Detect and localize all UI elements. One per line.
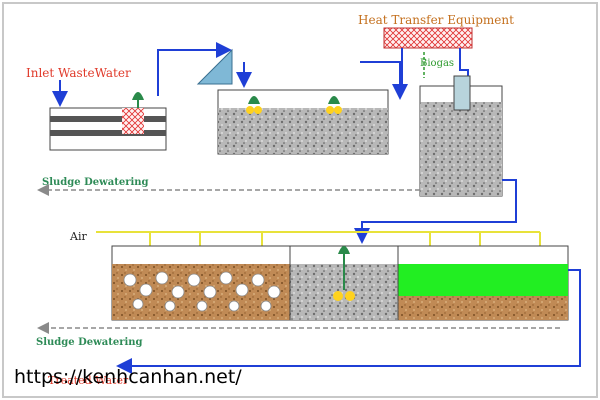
mixer-icon <box>132 92 144 108</box>
heat-transfer-label: Heat Transfer Equipment <box>358 13 514 27</box>
bubble-icon <box>123 271 281 312</box>
inlet-label: Inlet WasteWater <box>26 66 131 80</box>
flow-line-3 <box>360 61 408 100</box>
screen-chamber <box>49 107 167 151</box>
biogas-label: Biogas <box>420 58 455 69</box>
flow-line-4 <box>354 179 517 244</box>
watermark-url: https://kenhcanhan.net/ <box>14 366 242 388</box>
equalizer-triangle <box>196 48 233 85</box>
aerator-icon-2 <box>326 96 342 114</box>
treated-water-label: Treated Water <box>48 374 129 387</box>
flow-line-1 <box>157 42 232 96</box>
sludge-dewatering-top-label: Sludge Dewatering <box>42 177 149 188</box>
anaerobic-tank <box>419 75 503 197</box>
flow-line-outlet <box>116 269 581 374</box>
air-label: Air <box>70 230 87 243</box>
aerator-icon-1 <box>246 96 262 114</box>
sludge-dewatering-bottom-label: Sludge Dewatering <box>36 337 143 348</box>
bottom-reactor <box>111 245 569 321</box>
settling-tank <box>217 89 389 155</box>
heat-transfer-box <box>383 27 473 49</box>
mixer-icon-bottom <box>333 246 355 301</box>
